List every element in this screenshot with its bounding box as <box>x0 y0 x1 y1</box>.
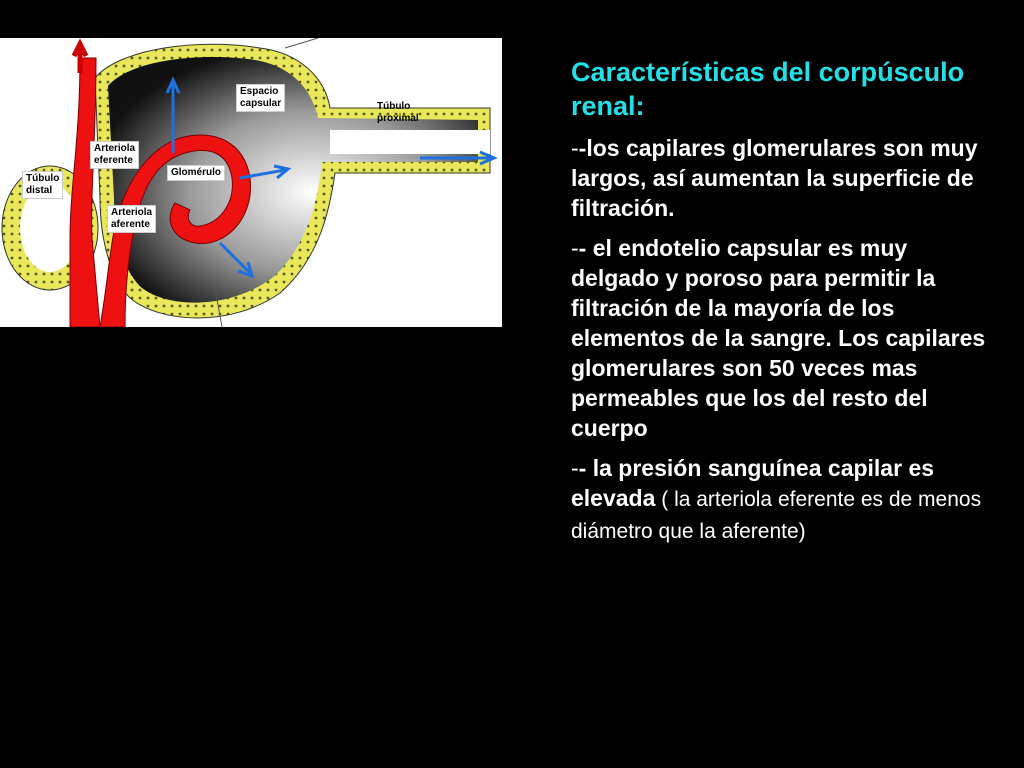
paragraph-1: --los capilares glomerulares son muy lar… <box>571 133 991 223</box>
pointer-line-top <box>284 38 319 49</box>
label-tubulo-distal: Túbulo distal <box>22 171 64 199</box>
blue-arrow-up-icon <box>165 76 181 153</box>
paragraph-3-text-bold: - la presión sanguínea capilar es elevad… <box>571 455 935 511</box>
renal-corpuscle-illustration <box>1 38 498 327</box>
paragraph-3: -- la presión sanguínea capilar es eleva… <box>571 453 991 547</box>
pointer-line-bottom <box>214 287 223 327</box>
red-arrow-up-icon <box>71 38 89 73</box>
renal-corpuscle-diagram: Espacio capsular Túbulo proximal Arterio… <box>0 38 502 327</box>
blue-arrow-glomerulus-icon <box>239 164 292 180</box>
paragraph-2-text: - el endotelio capsular es muy delgado y… <box>571 235 986 441</box>
label-arteriola-eferente: Arteriola eferente <box>90 141 140 169</box>
label-espacio-capsular: Espacio capsular <box>236 84 286 112</box>
paragraph-1-dash: - <box>571 135 579 161</box>
paragraph-3-dash: - <box>571 455 579 481</box>
label-arteriola-aferente: Arteriola aferente <box>107 205 157 233</box>
proximal-tubule-lumen <box>330 130 490 154</box>
label-tubulo-proximal: Túbulo proximal <box>377 101 419 124</box>
glomerular-capillary-loop <box>99 134 252 327</box>
paragraph-3-text-normal: ( la arteriola eferente es de menos diám… <box>571 488 982 543</box>
paragraph-1-text: -los capilares glomerulares son muy larg… <box>571 135 978 221</box>
distal-tubule-lumen <box>20 184 80 272</box>
paragraph-2: -- el endotelio capsular es muy delgado … <box>571 233 991 443</box>
efferent-vessel <box>69 57 101 327</box>
blue-arrow-down-icon <box>218 241 255 279</box>
paragraph-2-dash: - <box>571 235 579 261</box>
text-column: Características del corpúsculo renal: --… <box>571 55 991 557</box>
slide-title: Características del corpúsculo renal: <box>571 57 965 121</box>
blue-arrow-right-icon <box>420 150 498 166</box>
label-glomerulo: Glomérulo <box>167 165 226 181</box>
